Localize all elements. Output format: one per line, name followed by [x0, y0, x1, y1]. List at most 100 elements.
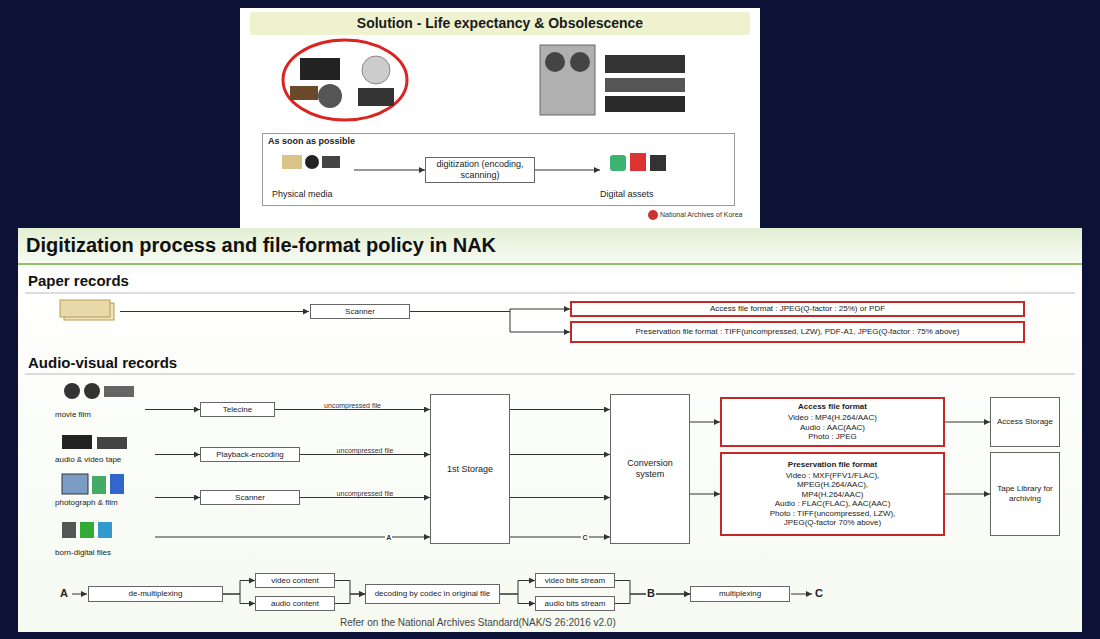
section-rule — [25, 293, 1075, 294]
node-text: Digital assets — [600, 189, 654, 200]
group-box: As soon as possiblePhysical media digitiz… — [262, 133, 735, 206]
section-heading: Audio-visual records — [28, 354, 177, 371]
connector-arrow — [690, 422, 720, 423]
node-text: Digitization process and file-format pol… — [26, 233, 1074, 257]
logo-symbol — [648, 210, 658, 220]
content-box: audio bits stream — [535, 596, 615, 611]
node-text: Photo : TIFF(uncompressed, LZW), — [770, 509, 896, 519]
format-box: Preservation file format : TIFF(uncompre… — [570, 321, 1025, 343]
highlight-circle — [283, 40, 407, 120]
node-text: Photo : JPEG — [808, 432, 856, 442]
photo-icon — [110, 474, 124, 494]
content-box: video bits stream — [535, 573, 615, 588]
reel-icon — [318, 84, 342, 108]
file-icon — [80, 522, 94, 538]
tape-icon — [97, 437, 127, 449]
node-text: Scanner — [235, 493, 265, 503]
source-item: photograph & film — [55, 470, 155, 508]
film-reel-icon — [64, 383, 80, 399]
flow-arrow — [120, 311, 309, 312]
node-text: Video : MXF(FFV1/FLAC), — [786, 471, 880, 481]
photo-icon — [92, 476, 106, 494]
connector-arrow — [155, 497, 200, 498]
node-text: decoding by codec in original file — [375, 589, 491, 599]
machine-reel — [545, 52, 565, 72]
node-text: audio & video tape — [55, 455, 121, 465]
storage-box: 1st Storage — [430, 394, 510, 544]
node-text: Video : MP4(H.264/AAC) — [788, 413, 877, 423]
edge-label: uncompressed file — [336, 447, 395, 454]
node-text: Access file format — [798, 402, 867, 412]
connector-arrow — [500, 581, 535, 595]
title-rule — [18, 263, 1082, 265]
storage-box: Access Storage — [990, 397, 1060, 447]
content-box: audio content — [255, 596, 335, 611]
system-box: Conversion system — [610, 394, 690, 544]
connector-arrow — [410, 312, 570, 333]
film-icon — [290, 86, 318, 100]
marker-letter: B — [646, 587, 656, 599]
slide-panel: Digitization process and file-format pol… — [18, 228, 1082, 632]
process-box: multiplexing — [690, 586, 790, 602]
connector-arrow — [510, 497, 610, 498]
paper-icon — [60, 300, 110, 317]
source-item: audio & video tape — [55, 430, 155, 465]
media-group: Digital assets — [600, 148, 682, 200]
node-text: Access file format : JPEG(Q-factor : 25%… — [710, 304, 885, 314]
node-text: Preservation file format : TIFF(uncompre… — [636, 327, 960, 337]
edge-label: uncompressed file — [323, 402, 382, 409]
node-text: de-multiplexing — [129, 589, 183, 599]
process-box: Scanner — [310, 304, 410, 319]
process-box: de-multiplexing — [88, 586, 223, 602]
connector-arrow — [500, 594, 535, 604]
node-text: MP4(H.264/AAC) — [802, 490, 864, 500]
connector-arrow — [510, 537, 610, 538]
reel-machine — [540, 45, 595, 115]
connector-arrow — [510, 409, 610, 410]
node-text: audio content — [271, 599, 319, 609]
node-text: Telecine — [223, 405, 252, 415]
node-text: Access Storage — [997, 417, 1053, 427]
tape-icon — [358, 88, 394, 106]
process-box: decoding by codec in original file — [365, 584, 500, 604]
file-icon — [62, 522, 76, 538]
logo-text: National Archives of Korea — [660, 211, 743, 218]
paper-icon — [282, 155, 302, 169]
marker-letter: A — [60, 587, 68, 599]
film-reel-icon — [84, 383, 100, 399]
connector-arrow — [300, 454, 430, 455]
cassette-icon — [300, 58, 340, 80]
format-box: Access file formatVideo : MP4(H.264/AAC)… — [720, 397, 945, 447]
source-item: born-digital files — [55, 518, 155, 558]
deck-machine — [605, 55, 685, 73]
media-group: Physical media — [272, 148, 354, 200]
marker-letter: C — [815, 587, 823, 599]
node-text: JPEG(Q-factor 70% above) — [784, 518, 881, 528]
deck-machine — [605, 78, 685, 92]
node-text: Solution - Life expectancy & Obsolescenc… — [250, 12, 750, 35]
node-text: As soon as possible — [268, 136, 355, 147]
connector-arrow — [223, 594, 255, 604]
slide-background — [18, 228, 1082, 632]
process-box: Telecine — [200, 402, 275, 417]
disc-icon — [362, 56, 390, 84]
node-text: Conversion system — [614, 458, 686, 480]
file-icon — [610, 155, 626, 171]
storage-box: Tape Library for archiving — [990, 452, 1060, 536]
node-text: digitization (encoding, scanning) — [429, 159, 531, 181]
format-box: Access file format : JPEG(Q-factor : 25%… — [570, 301, 1025, 317]
flow-arrow — [791, 594, 812, 595]
content-box: video content — [255, 573, 335, 588]
node-text: video bits stream — [545, 576, 605, 586]
section-rule — [25, 374, 1075, 375]
edge-label: C — [581, 534, 588, 541]
file-icon — [650, 155, 666, 171]
connector-arrow — [690, 494, 720, 495]
photo-icon — [62, 474, 88, 494]
node-text: MPEG(H.264/AAC), — [797, 480, 868, 490]
connector-arrow — [335, 581, 365, 595]
film-icon — [104, 386, 134, 397]
reel-icon — [305, 155, 319, 169]
